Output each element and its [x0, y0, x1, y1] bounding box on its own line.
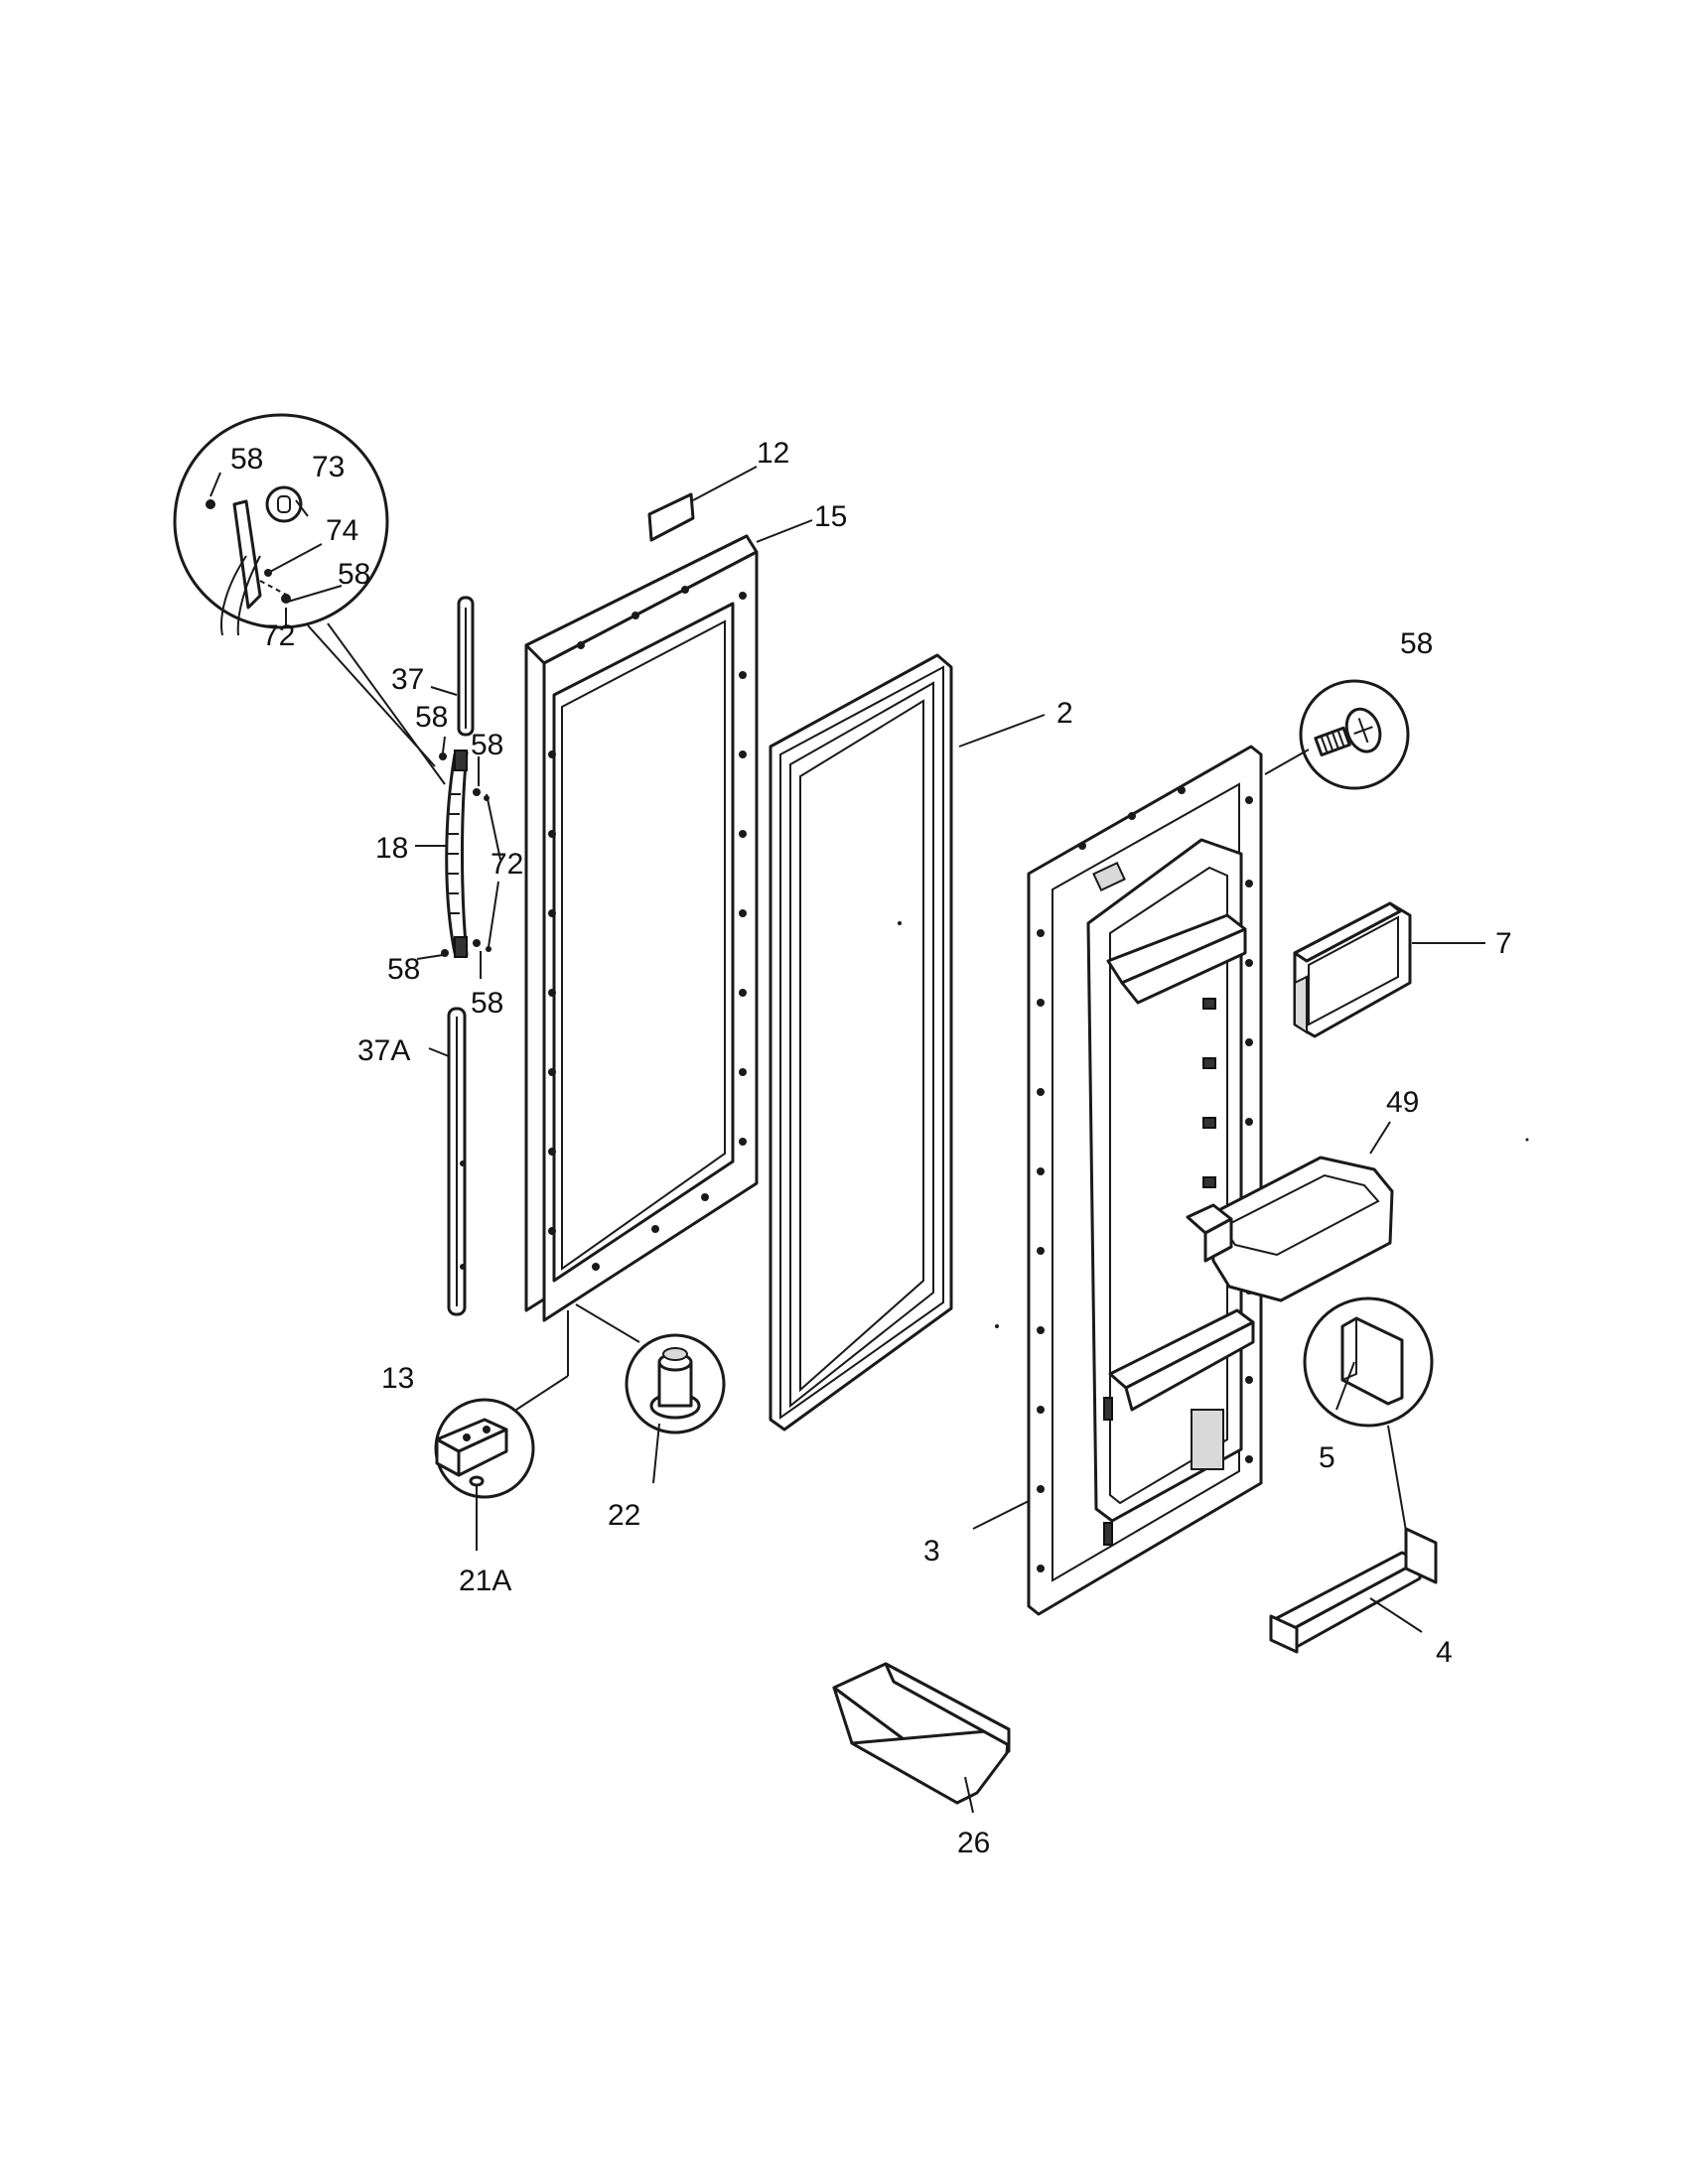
callout-72-mid: 72	[491, 848, 523, 881]
detail-circle-part-5	[1303, 1297, 1434, 1428]
callout-58-a: 58	[415, 701, 448, 734]
callout-37A: 37A	[357, 1034, 410, 1067]
part-49-door-bin	[1186, 1156, 1394, 1302]
callout-73: 73	[312, 451, 345, 483]
callout-2: 2	[1056, 697, 1073, 730]
detail-circle-top-left	[173, 413, 389, 636]
part-15-holes	[548, 586, 747, 1271]
callout-21A: 21A	[459, 1565, 511, 1597]
specks	[898, 921, 1529, 1328]
part-7-dairy-door	[1293, 901, 1412, 1038]
callout-13: 13	[381, 1362, 414, 1395]
part-37-handle-trim	[457, 596, 475, 737]
callout-58-detail-top: 58	[230, 443, 263, 476]
part-18-handle	[439, 750, 491, 958]
callout-22: 22	[608, 1499, 640, 1532]
callout-58-right: 58	[1400, 627, 1433, 660]
part-3-posts	[1092, 862, 1224, 1546]
part-37A-handle-trim	[447, 1007, 467, 1316]
callout-72-detail: 72	[262, 619, 295, 652]
callout-58-c: 58	[387, 953, 420, 986]
callout-3: 3	[923, 1535, 940, 1568]
detail-circle-screw-58	[1299, 679, 1410, 790]
part-18-ridges	[447, 793, 461, 914]
part-2-gasket	[769, 653, 953, 1432]
callout-58-detail-mid: 58	[338, 558, 370, 591]
leader-lines	[210, 466, 1485, 1814]
callout-5: 5	[1319, 1441, 1335, 1474]
part-12-plate	[647, 492, 695, 542]
callout-26: 26	[957, 1827, 990, 1859]
callout-4: 4	[1436, 1636, 1453, 1669]
callout-7: 7	[1495, 927, 1512, 960]
callout-58-b: 58	[471, 729, 503, 761]
part-3-door-liner	[1027, 745, 1263, 1616]
part-26-lower-bin	[832, 1662, 1011, 1805]
callout-49: 49	[1386, 1086, 1419, 1119]
detail-circle-part-13	[434, 1398, 535, 1503]
callout-58-d: 58	[471, 987, 503, 1020]
callout-74: 74	[326, 514, 358, 547]
part-4-rail	[1269, 1527, 1438, 1654]
callout-labels: 12 15 2 58 7 49 5 4 3 26 22 13 21A 37 37…	[230, 437, 1512, 1859]
callout-18: 18	[375, 832, 408, 865]
callout-37: 37	[391, 663, 424, 696]
callout-12: 12	[757, 437, 789, 470]
callout-15: 15	[814, 500, 847, 533]
detail-circle-part-22	[625, 1333, 726, 1434]
part-15-door-frame	[524, 534, 759, 1322]
